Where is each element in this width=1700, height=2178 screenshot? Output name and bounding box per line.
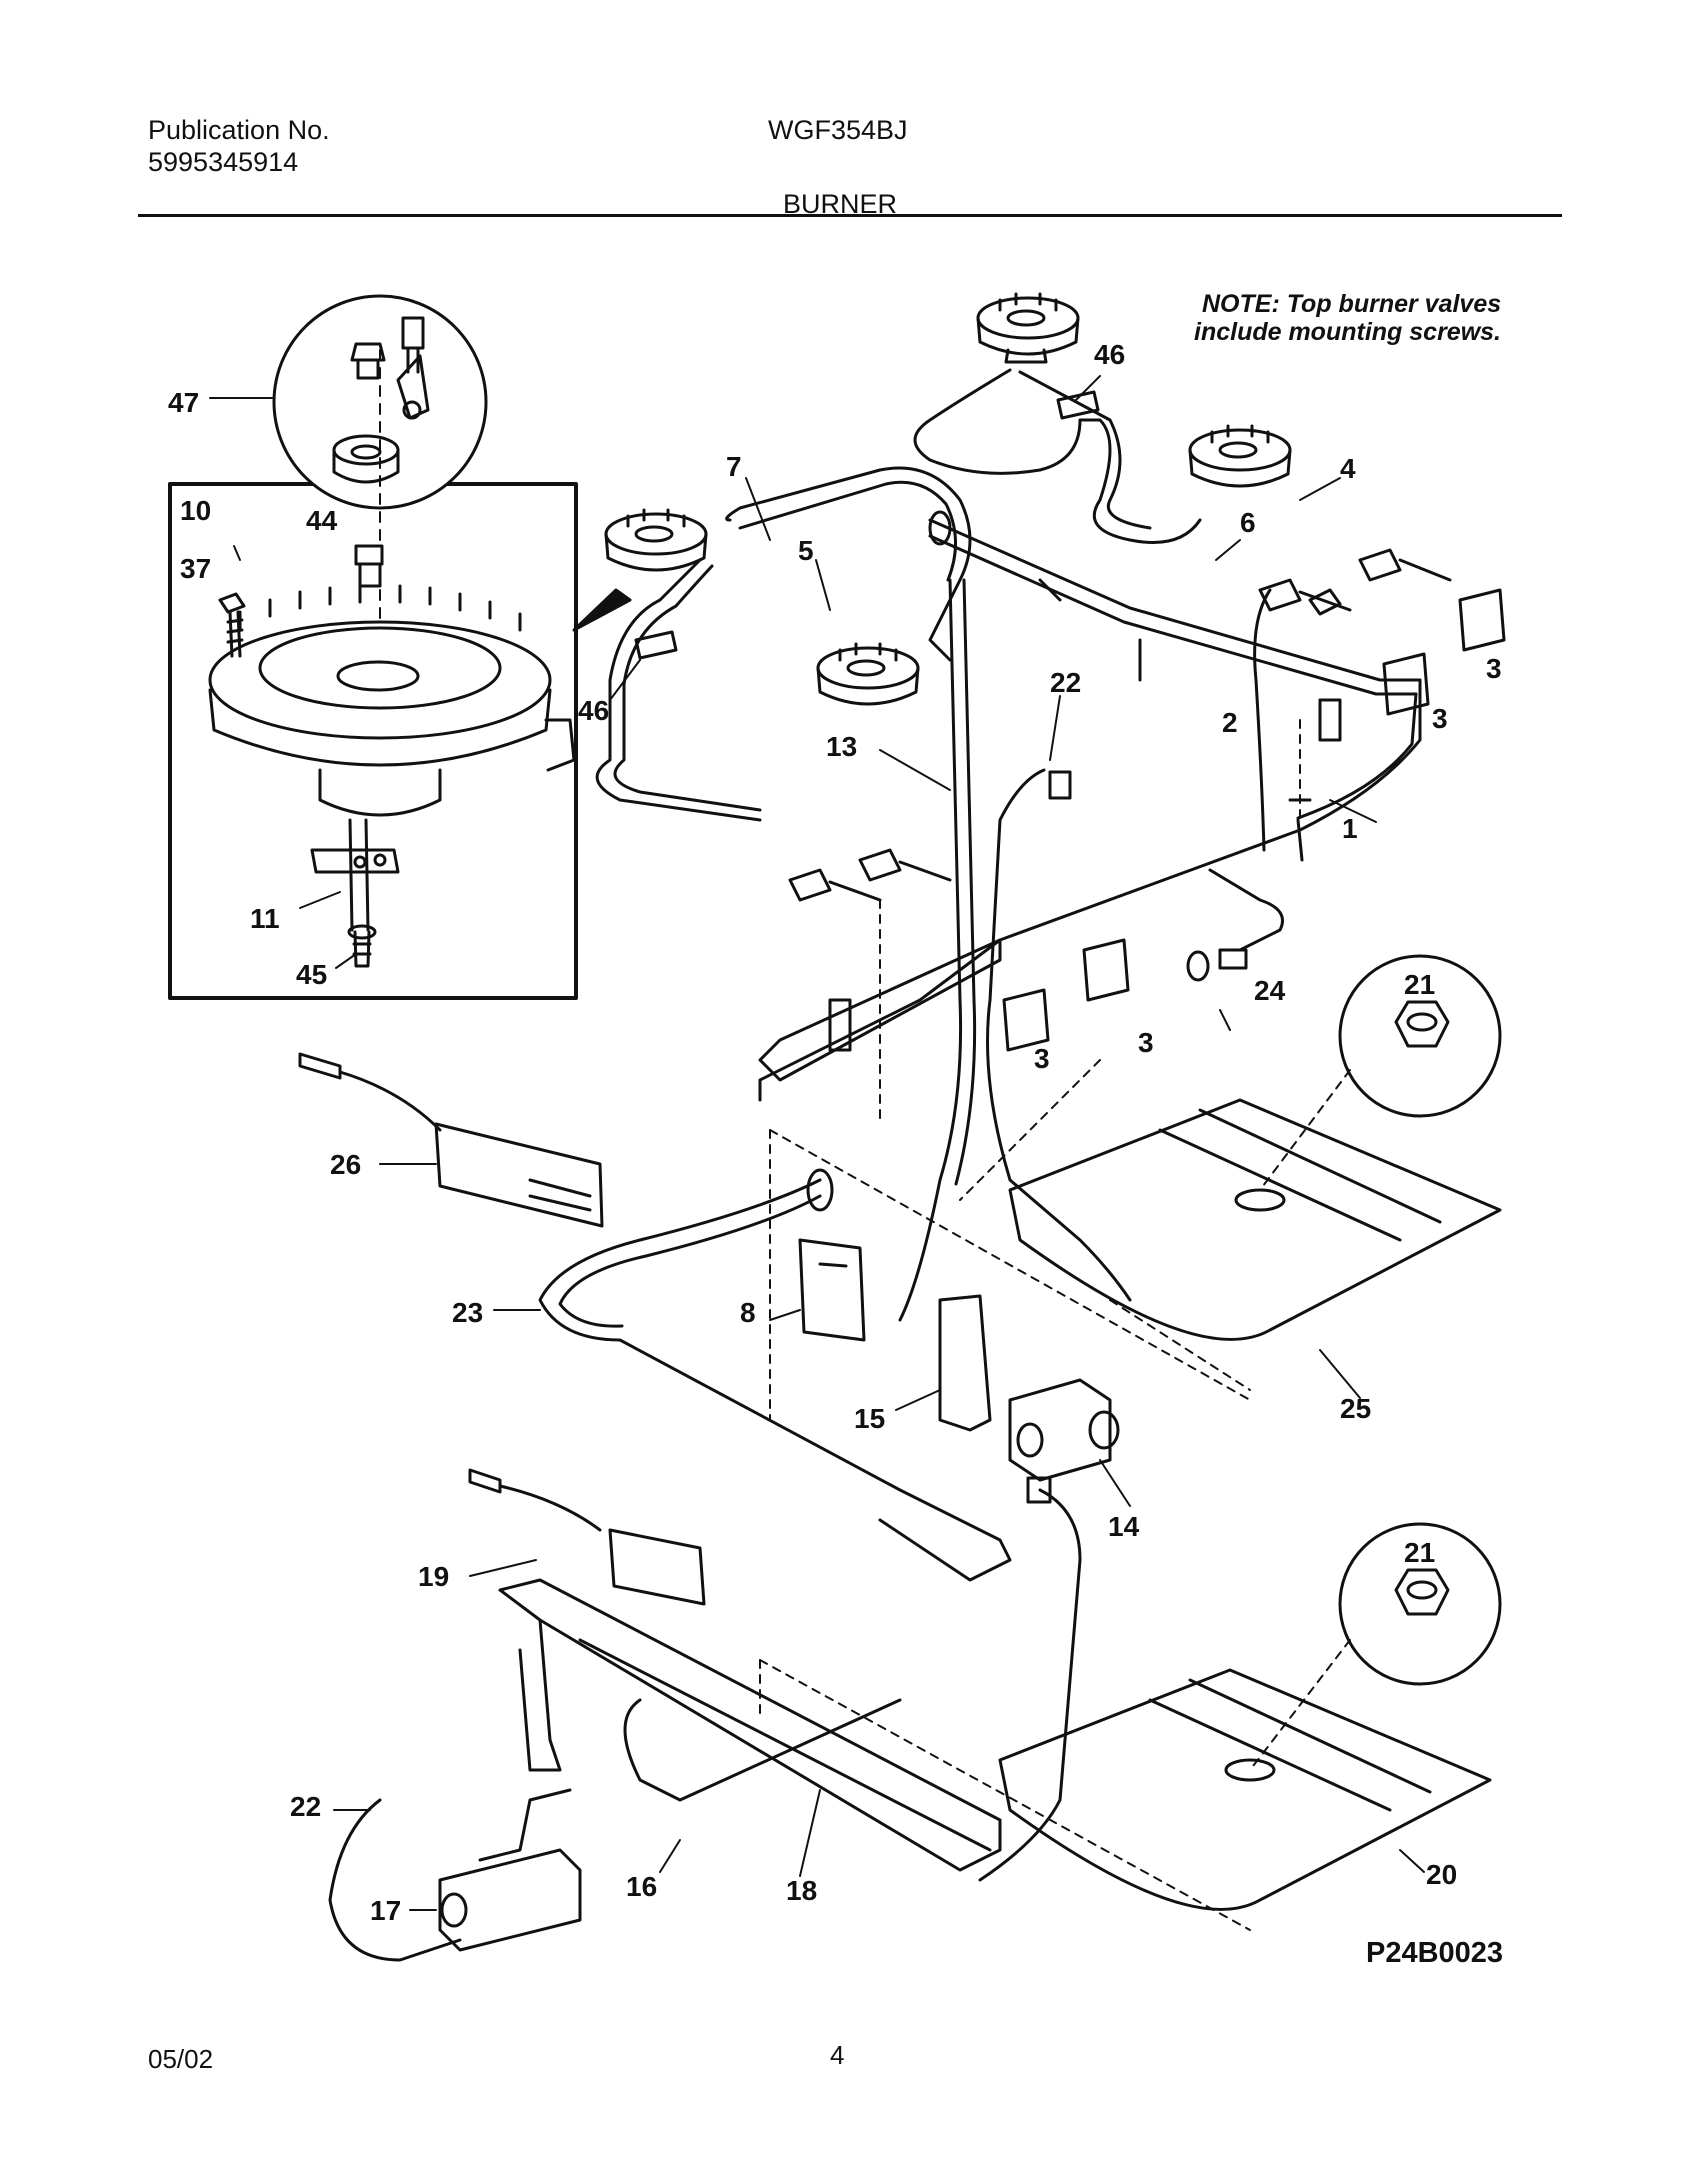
regulator-fitting bbox=[1026, 1476, 1052, 1504]
callout-7: 7 bbox=[726, 451, 742, 482]
callout-3-c: 3 bbox=[1138, 1027, 1154, 1058]
igniter-19 bbox=[468, 1468, 706, 1606]
callout-22-bottom: 22 bbox=[290, 1791, 321, 1822]
screw-37-drawing bbox=[218, 592, 246, 658]
callout-2: 2 bbox=[1222, 707, 1238, 738]
note-line-1: NOTE: Top burner valves bbox=[1202, 290, 1501, 318]
callout-1: 1 bbox=[1342, 813, 1358, 844]
burner-base-drawing bbox=[208, 584, 576, 932]
callout-19: 19 bbox=[418, 1561, 449, 1592]
model-number: WGF354BJ bbox=[768, 115, 908, 145]
oven-burner-23 bbox=[538, 1168, 1012, 1582]
callout-11: 11 bbox=[250, 903, 280, 934]
callout-21-lower: 21 bbox=[1404, 1537, 1435, 1568]
tube-16 bbox=[623, 1698, 902, 1802]
callout-22-top: 22 bbox=[1050, 667, 1081, 698]
mounting-plate-3c bbox=[1082, 938, 1130, 1002]
callout-23: 23 bbox=[452, 1297, 483, 1328]
mounting-plate-3a bbox=[1458, 588, 1506, 652]
callout-10: 10 bbox=[180, 495, 211, 526]
callout-4: 4 bbox=[1340, 453, 1356, 484]
callout-16: 16 bbox=[626, 1871, 657, 1902]
regulator-14 bbox=[1008, 1378, 1120, 1482]
callout-47: 47 bbox=[168, 387, 199, 418]
footer-date: 05/02 bbox=[148, 2044, 214, 2074]
regulator-outlet-tube bbox=[978, 1488, 1082, 1882]
rail-brackets bbox=[828, 698, 1342, 1052]
header-rule bbox=[138, 214, 1562, 217]
note-line-2: include mounting screws. bbox=[1194, 318, 1501, 346]
top-burner-front-right bbox=[816, 642, 920, 706]
callout-13: 13 bbox=[826, 731, 857, 762]
top-burner-rear-left bbox=[976, 292, 1080, 364]
callout-25: 25 bbox=[1340, 1393, 1371, 1424]
burner-supply-tubes bbox=[595, 368, 1202, 822]
callout-26: 26 bbox=[330, 1149, 361, 1180]
tube-22-bottom bbox=[328, 1798, 462, 1962]
callout-21-upper: 21 bbox=[1404, 969, 1435, 1000]
callout-3-d: 3 bbox=[1034, 1043, 1050, 1074]
baffle-20 bbox=[998, 1668, 1492, 1911]
publication-label: Publication No. bbox=[148, 115, 330, 145]
callout-24: 24 bbox=[1254, 975, 1286, 1006]
callout-20: 20 bbox=[1426, 1859, 1457, 1890]
callout-8: 8 bbox=[740, 1297, 756, 1328]
baffle-25 bbox=[1008, 1098, 1502, 1341]
broil-burner-18 bbox=[498, 1578, 1002, 1872]
callout-6: 6 bbox=[1240, 507, 1256, 538]
fitting-22-top bbox=[986, 768, 1132, 1302]
bracket-15 bbox=[938, 1294, 992, 1432]
callout-3-a: 3 bbox=[1486, 653, 1502, 684]
top-burner-rear-right bbox=[1188, 424, 1292, 488]
callout-15: 15 bbox=[854, 1403, 885, 1434]
callout-37: 37 bbox=[180, 553, 211, 584]
screw-45-drawing bbox=[347, 924, 377, 968]
thermocouple-2 bbox=[1253, 588, 1272, 852]
safety-valve-8 bbox=[798, 1238, 866, 1342]
callout-46-front: 46 bbox=[578, 695, 609, 726]
callout-45: 45 bbox=[296, 959, 327, 990]
nut-21-circle-lower bbox=[1338, 1522, 1502, 1686]
top-burner-front-left bbox=[604, 508, 708, 572]
nut-21-circle-upper bbox=[1338, 954, 1502, 1118]
callout-3-b: 3 bbox=[1432, 703, 1448, 734]
burner-valves bbox=[788, 548, 1452, 902]
mounting-plate-3d bbox=[1002, 988, 1050, 1052]
callout-18: 18 bbox=[786, 1875, 817, 1906]
callout-44: 44 bbox=[306, 505, 338, 536]
valve-17 bbox=[438, 1788, 582, 1952]
callout-5: 5 bbox=[798, 535, 814, 566]
igniter-26 bbox=[298, 1052, 604, 1228]
callout-14: 14 bbox=[1108, 1511, 1140, 1542]
publication-number: 5995345914 bbox=[148, 147, 299, 177]
detail-zoom-circle bbox=[272, 294, 488, 510]
callout-leaders bbox=[209, 375, 1425, 1911]
front-rail bbox=[758, 938, 1002, 1082]
orifice-44-drawing bbox=[354, 544, 384, 588]
detail-pointer bbox=[572, 588, 632, 632]
mounting-plate-3b bbox=[1382, 652, 1430, 716]
diagram-code: P24B0023 bbox=[1366, 1937, 1503, 1969]
callout-46-rear: 46 bbox=[1094, 339, 1125, 370]
callout-17: 17 bbox=[370, 1895, 401, 1926]
assembly-guide-lines bbox=[759, 719, 1351, 1931]
bracket-46-front bbox=[634, 630, 678, 660]
gas-line-13 bbox=[898, 578, 977, 1322]
footer-page-number: 4 bbox=[830, 2040, 845, 2070]
fitting-24 bbox=[1186, 868, 1284, 982]
